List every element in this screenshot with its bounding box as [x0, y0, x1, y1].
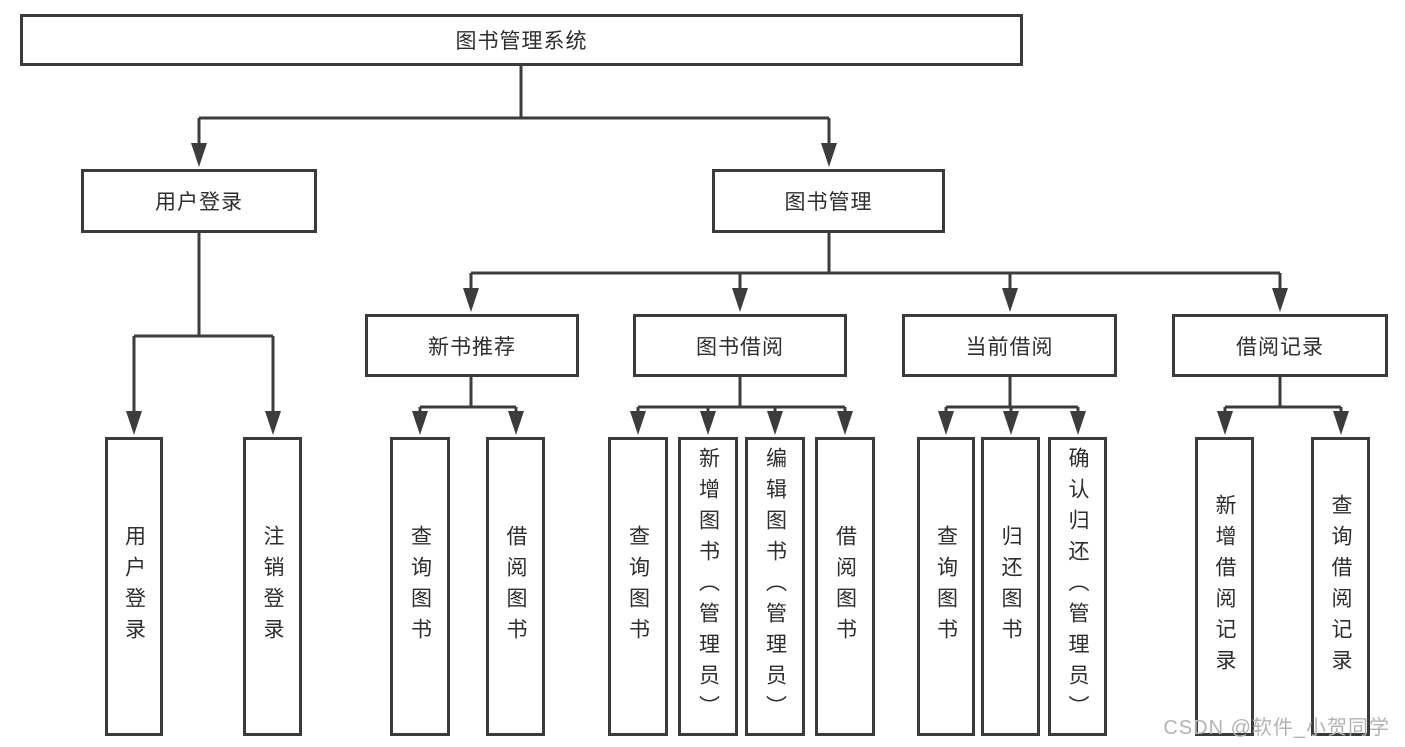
leaf-currentborrow-confirm-return: 确认归还（管理员） — [1048, 437, 1107, 736]
leaf-currentborrow-return-books: 归还图书 — [981, 437, 1040, 736]
connector-bookborrow-to-leaves — [636, 377, 847, 414]
arrow-down-icon — [1003, 411, 1019, 435]
connector-root-to-level2 — [197, 64, 831, 146]
connector-login-to-leaves — [132, 233, 275, 414]
node-book-management: 图书管理 — [712, 169, 945, 233]
connector-currentborrow-to-leaves — [944, 377, 1080, 414]
arrow-down-icon — [265, 411, 281, 435]
arrow-down-icon — [412, 411, 428, 435]
arrow-down-icon — [1070, 411, 1086, 435]
arrow-down-icon — [1217, 411, 1233, 435]
arrowheads — [126, 143, 1349, 435]
arrow-down-icon — [1272, 288, 1288, 312]
leaf-recommend-borrow-books: 借阅图书 — [486, 437, 545, 736]
csdn-watermark: CSDN @软件_小贺同学 — [1163, 717, 1390, 739]
node-user-login-branch: 用户登录 — [81, 169, 317, 233]
arrow-down-icon — [191, 143, 207, 167]
arrow-down-icon — [463, 288, 479, 312]
leaf-bookborrow-borrow-books: 借阅图书 — [815, 437, 875, 736]
arrow-down-icon — [1333, 411, 1349, 435]
leaf-user-login: 用户登录 — [105, 437, 163, 736]
arrow-down-icon — [700, 411, 716, 435]
arrow-down-icon — [126, 411, 142, 435]
arrow-down-icon — [732, 288, 748, 312]
node-borrow-records: 借阅记录 — [1172, 314, 1388, 377]
arrow-down-icon — [837, 411, 853, 435]
connector-management-to-level3 — [469, 233, 1282, 291]
leaf-bookborrow-query-books: 查询图书 — [608, 437, 668, 736]
node-book-borrow: 图书借阅 — [633, 314, 847, 377]
arrow-down-icon — [630, 411, 646, 435]
leaf-bookborrow-add-books: 新增图书（管理员） — [678, 437, 738, 736]
leaf-records-add-record: 新增借阅记录 — [1195, 437, 1254, 736]
connector-recommend-to-leaves — [418, 377, 518, 414]
leaf-currentborrow-query-books: 查询图书 — [917, 437, 975, 736]
leaf-logout: 注销登录 — [243, 437, 302, 736]
arrow-down-icon — [767, 411, 783, 435]
node-current-borrow: 当前借阅 — [902, 314, 1117, 377]
node-new-book-recommend: 新书推荐 — [365, 314, 579, 377]
leaf-bookborrow-edit-books: 编辑图书（管理员） — [745, 437, 805, 736]
arrow-down-icon — [821, 143, 837, 167]
leaf-records-query-record: 查询借阅记录 — [1311, 437, 1370, 736]
node-root: 图书管理系统 — [20, 14, 1023, 66]
arrow-down-icon — [1002, 288, 1018, 312]
leaf-recommend-query-books: 查询图书 — [390, 437, 450, 736]
connector-records-to-leaves — [1223, 377, 1343, 414]
arrow-down-icon — [508, 411, 524, 435]
arrow-down-icon — [938, 411, 954, 435]
